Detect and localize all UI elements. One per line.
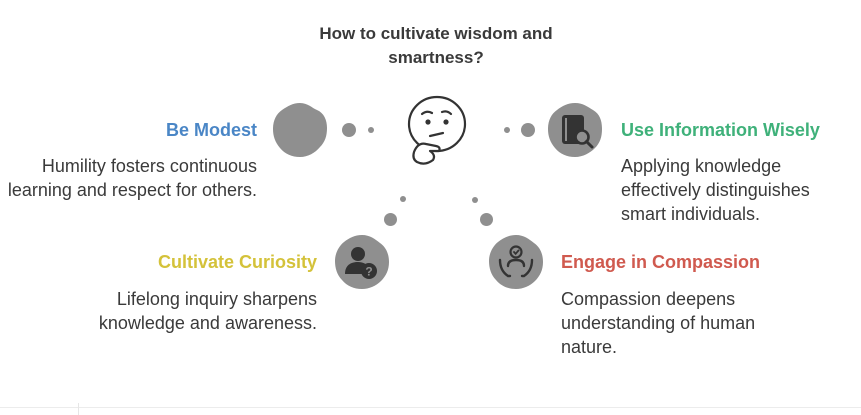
cultivate-curiosity-heading: Cultivate Curiosity — [157, 252, 317, 272]
connector-dot — [480, 213, 493, 226]
use-information-wisely-description: Applying knowledge effectively distingui… — [621, 156, 810, 224]
use-information-wisely-heading: Use Information Wisely — [621, 120, 820, 140]
connector-dot — [504, 127, 510, 133]
thinking-face-icon — [407, 95, 467, 165]
engage-in-compassion-heading: Engage in Compassion — [561, 252, 761, 272]
cultivate-curiosity-description: Lifelong inquiry sharpens knowledge and … — [98, 289, 317, 333]
be-modest-description: Humility fosters continuous learning and… — [7, 156, 257, 200]
connector-dot — [472, 197, 478, 203]
connector-dot — [368, 127, 374, 133]
svg-text:?: ? — [365, 265, 372, 279]
person-question-icon: ? — [335, 235, 389, 289]
footer-divider — [0, 407, 861, 408]
engage-in-compassion-description: Compassion deepens understanding of huma… — [561, 289, 756, 357]
be-modest-heading: Be Modest — [165, 120, 257, 140]
footer-tick — [78, 403, 79, 415]
book-search-icon — [548, 103, 602, 157]
connector-dot — [400, 196, 406, 202]
connector-dot — [342, 123, 356, 137]
diagram-title: How to cultivate wisdom and smartness? — [319, 24, 553, 67]
caring-hands-icon — [489, 235, 543, 289]
blob-icon — [273, 103, 327, 157]
connector-dot — [384, 213, 397, 226]
connector-dot — [521, 123, 535, 137]
